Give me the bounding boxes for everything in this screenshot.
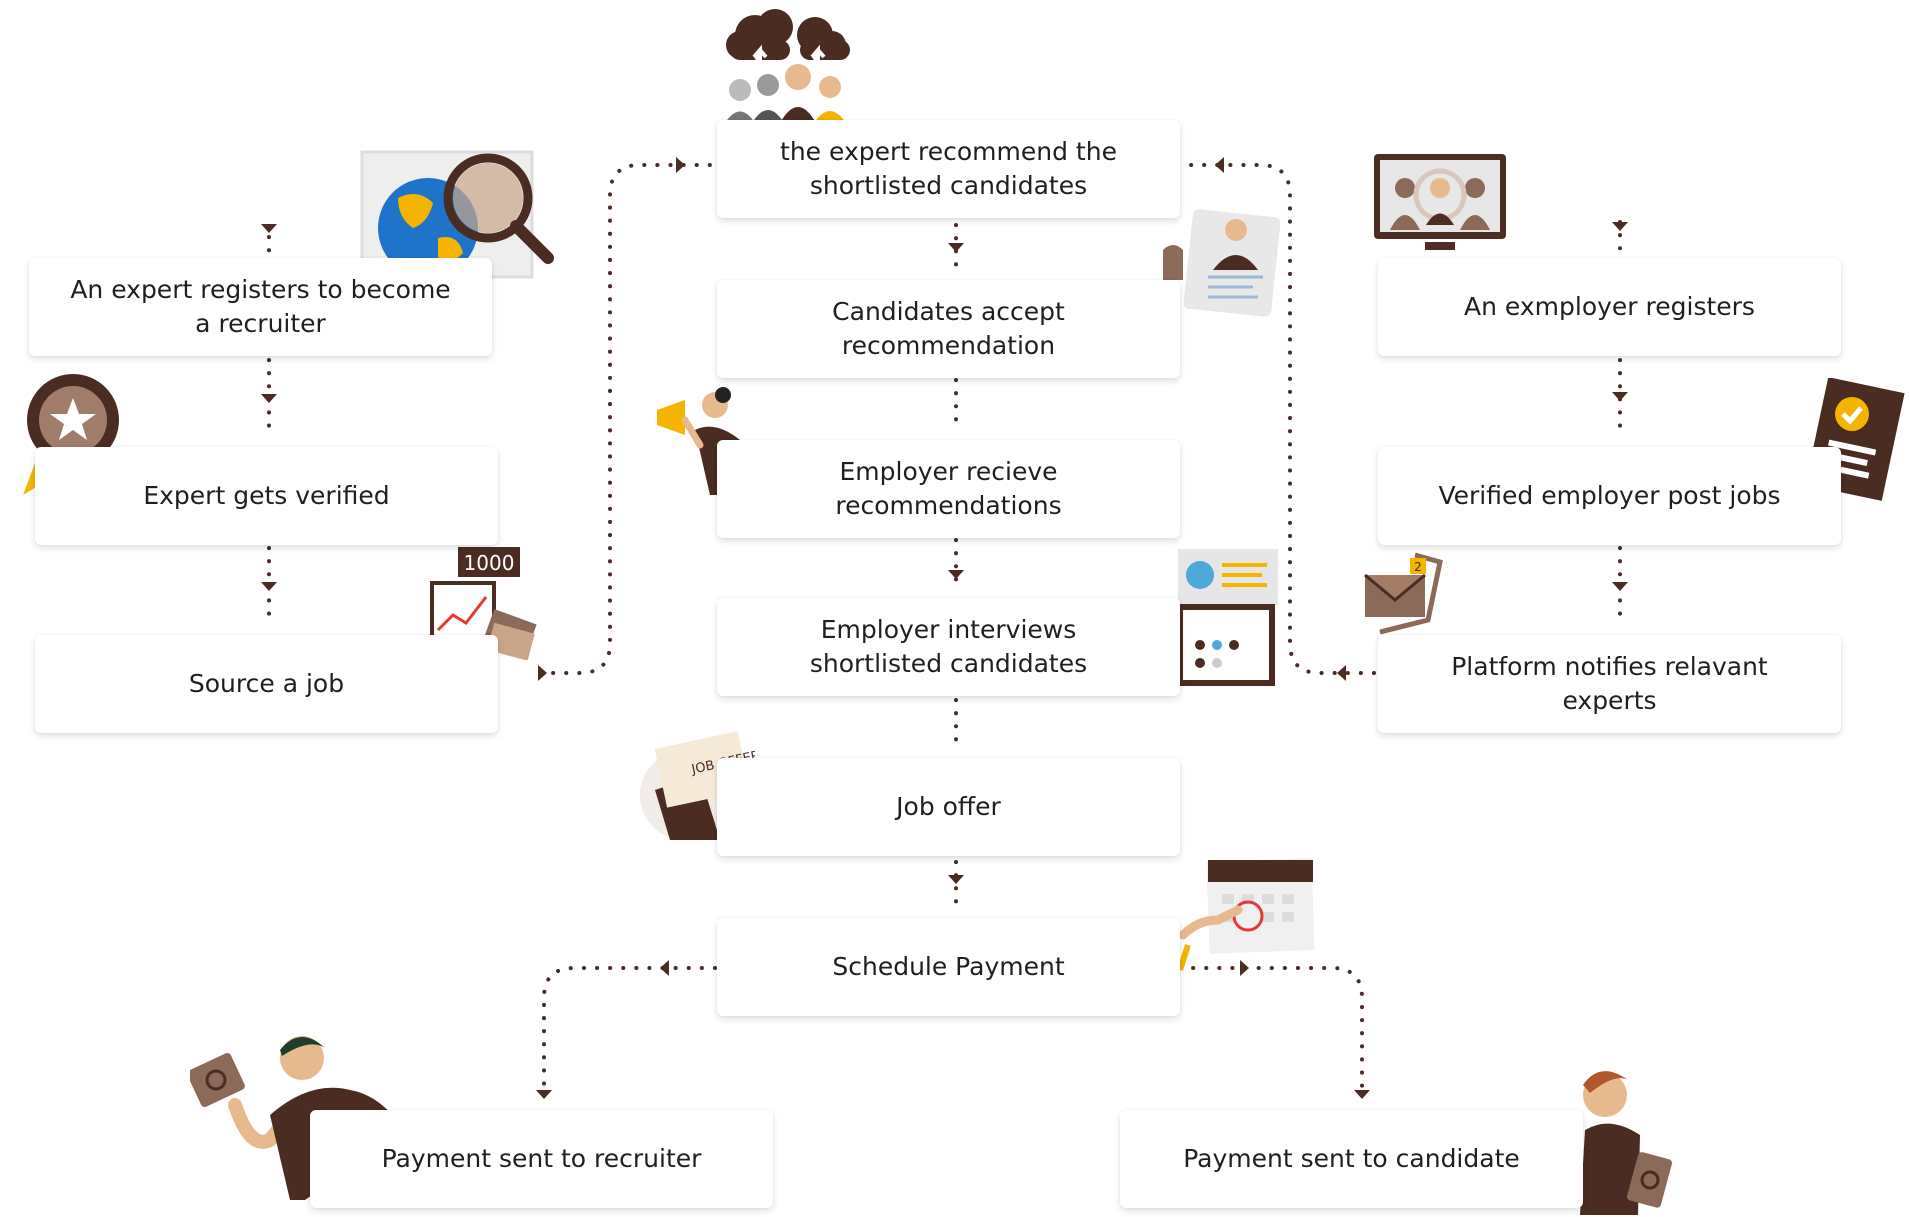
candidate-with-money-icon <box>1580 1071 1672 1215</box>
step-schedule-payment: Schedule Payment <box>717 918 1180 1016</box>
arrow-left-top <box>261 224 277 233</box>
arrow-right-1 <box>1612 392 1628 401</box>
step-employer-interviews-label: Employer interviews shortlisted candidat… <box>809 615 1088 678</box>
arrow-to-candidate-branch <box>1240 960 1249 976</box>
calendar-icon <box>1178 858 1315 971</box>
arrow-to-recruiter-branch <box>660 960 669 976</box>
arrow-into-recommend <box>676 157 685 173</box>
arrow-right-2 <box>1612 582 1628 591</box>
cloud-team-icon <box>725 9 850 123</box>
step-job-offer: Job offer <box>717 758 1180 856</box>
profile-chat-icon <box>1177 549 1278 686</box>
step-platform-notifies: Platform notifies relavant experts <box>1378 635 1841 733</box>
step-expert-register-label: An expert registers to become a recruite… <box>70 275 451 338</box>
globe-search-icon <box>360 150 554 279</box>
step-candidates-accept-label: Candidates accept recommendation <box>832 297 1065 360</box>
arrow-recruiter-end <box>536 1090 552 1099</box>
arrow-notify-out <box>1337 665 1346 681</box>
arrow-candidate-end <box>1354 1090 1370 1099</box>
connector-notify-to-recommend <box>1183 163 1376 675</box>
step-schedule-payment-label: Schedule Payment <box>832 952 1065 981</box>
resume-profile-icon <box>1163 209 1281 317</box>
step-source-job-label: Source a job <box>188 669 345 698</box>
step-platform-notifies-label: Platform notifies relavant experts <box>1451 652 1768 715</box>
step-candidates-accept: Candidates accept recommendation <box>717 280 1180 378</box>
step-employer-receive: Employer recieve recommendations <box>717 440 1180 538</box>
connector-to-recruiter <box>542 966 717 1090</box>
step-expert-recommend-label: the expert recommend the shortlisted can… <box>780 137 1117 200</box>
step-payment-candidate: Payment sent to candidate <box>1120 1110 1583 1208</box>
arrow-center-1 <box>948 243 964 252</box>
arrow-source-out <box>538 665 547 681</box>
arrow-right-top <box>1612 222 1628 231</box>
step-expert-recommend: the expert recommend the shortlisted can… <box>717 120 1180 218</box>
video-call-monitor-icon <box>1374 154 1506 250</box>
arrow-notify-into-recommend <box>1215 157 1224 173</box>
mail-notification-icon: 2 <box>1364 552 1443 635</box>
arrow-center-3 <box>948 570 964 579</box>
step-payment-recruiter: Payment sent to recruiter <box>310 1110 773 1208</box>
connector-source-to-recommend <box>538 163 714 675</box>
step-source-job: Source a job <box>35 635 498 733</box>
counter-label: 1000 <box>464 551 515 575</box>
step-expert-verified: Expert gets verified <box>35 447 498 545</box>
arrow-left-2 <box>261 582 277 591</box>
step-employer-register-label: An exmployer registers <box>1464 292 1755 321</box>
step-expert-register: An expert registers to become a recruite… <box>29 258 492 356</box>
step-payment-recruiter-label: Payment sent to recruiter <box>381 1144 702 1173</box>
step-expert-verified-label: Expert gets verified <box>143 481 390 510</box>
notification-badge-number: 2 <box>1414 560 1422 574</box>
connector-to-candidate <box>1178 966 1364 1090</box>
arrow-center-5 <box>948 875 964 884</box>
step-job-offer-label: Job offer <box>896 792 1001 821</box>
step-employer-post-jobs: Verified employer post jobs <box>1378 447 1841 545</box>
step-employer-register: An exmployer registers <box>1378 258 1841 356</box>
arrow-left-1 <box>261 394 277 403</box>
step-employer-receive-label: Employer recieve recommendations <box>835 457 1062 520</box>
step-employer-post-jobs-label: Verified employer post jobs <box>1438 481 1781 510</box>
step-employer-interviews: Employer interviews shortlisted candidat… <box>717 598 1180 696</box>
step-payment-candidate-label: Payment sent to candidate <box>1183 1144 1520 1173</box>
